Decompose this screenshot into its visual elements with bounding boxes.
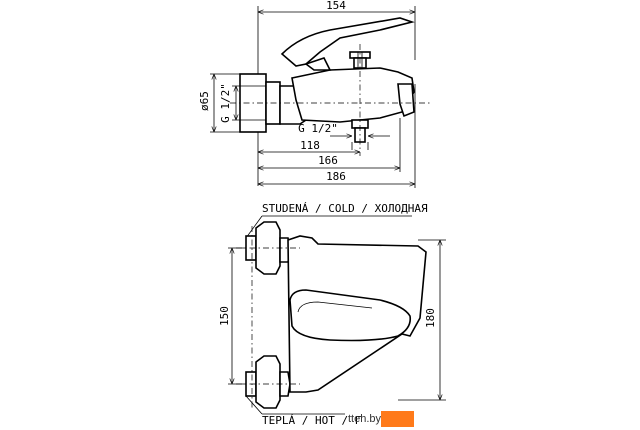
mixer-body <box>291 67 415 123</box>
side-elevation-view: 154 ø65 G 1/2" <box>198 0 430 188</box>
dim-118: 118 <box>300 139 320 152</box>
dim-g-bottom: G 1/2" <box>298 122 338 135</box>
label-cold: STUDENÁ / COLD / ХОЛОДНАЯ <box>262 202 428 215</box>
watermark-text: tteh.by <box>348 413 382 425</box>
front-elevation-view: STUDENÁ / COLD / ХОЛОДНАЯ 150 180 <box>218 202 446 427</box>
dim-166: 166 <box>318 154 338 167</box>
dim-180: 180 <box>424 308 437 328</box>
label-hot: TEPLÁ / HOT / Г <box>262 414 362 427</box>
dim-d65: ø65 <box>198 91 211 111</box>
dim-186: 186 <box>326 170 346 183</box>
spout <box>397 83 415 118</box>
diverter-knob <box>349 51 371 59</box>
lever-base <box>304 57 332 71</box>
lever <box>280 17 415 67</box>
watermark: tteh.by <box>346 410 415 428</box>
dim-154: 154 <box>326 0 346 12</box>
dim-150: 150 <box>218 306 231 326</box>
hot-nut <box>279 371 291 397</box>
dim-g-left: G 1/2" <box>219 83 232 123</box>
watermark-orange-block <box>381 411 415 427</box>
hot-flange <box>255 355 281 409</box>
